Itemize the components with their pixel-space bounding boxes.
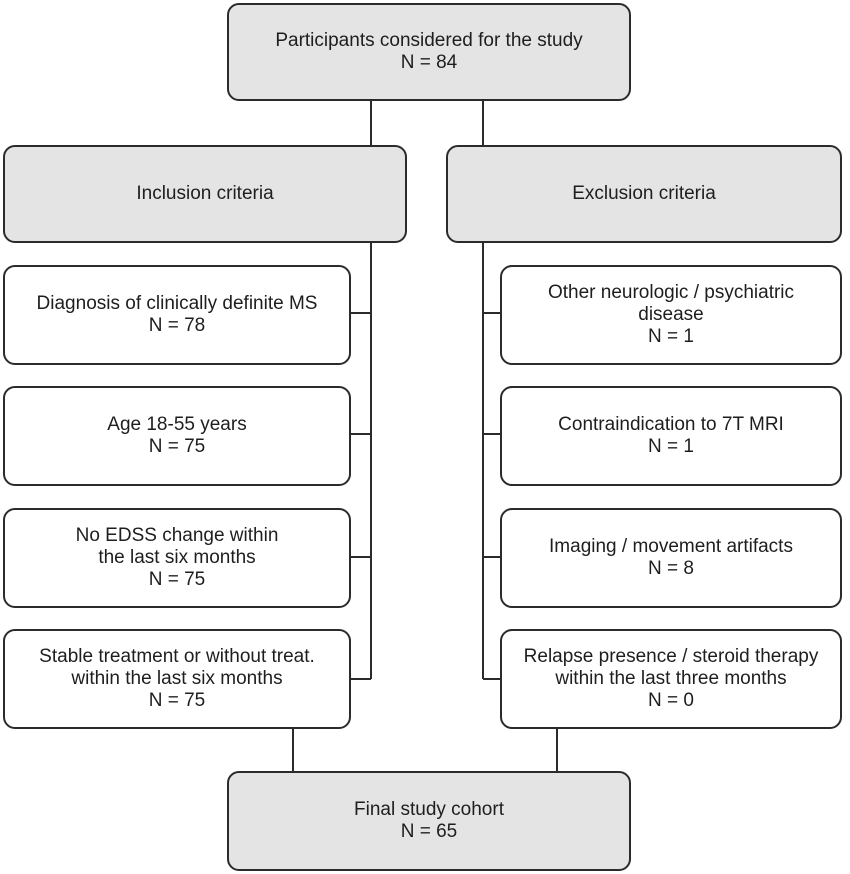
- exclusion-item-text: Other neurologic / psychiatric: [547, 282, 795, 303]
- participants-considered-label: Participants considered for the study: [275, 30, 583, 51]
- participants-considered-count: N = 84: [400, 52, 458, 73]
- exclusion-item: Contraindication to 7T MRI N = 1: [500, 386, 842, 486]
- exclusion-item-count: N = 8: [648, 558, 694, 579]
- exclusion-item-text: Relapse presence / steroid therapy: [523, 646, 819, 667]
- exclusion-item-text: Contraindication to 7T MRI: [558, 414, 784, 435]
- inclusion-item: Stable treatment or without treat. withi…: [3, 629, 351, 729]
- exclusion-criteria-header: Exclusion criteria: [446, 145, 842, 243]
- inclusion-item-count: N = 78: [148, 315, 206, 336]
- inclusion-item-text: No EDSS change within: [75, 525, 279, 546]
- exclusion-item: Other neurologic / psychiatric disease N…: [500, 265, 842, 365]
- inclusion-item-text: the last six months: [98, 547, 256, 568]
- inclusion-item-count: N = 75: [148, 436, 206, 457]
- inclusion-item-text: Diagnosis of clinically definite MS: [36, 293, 318, 314]
- exclusion-item-count: N = 0: [648, 690, 694, 711]
- inclusion-item-count: N = 75: [148, 569, 206, 590]
- inclusion-criteria-label: Inclusion criteria: [136, 183, 274, 204]
- exclusion-criteria-label: Exclusion criteria: [572, 183, 716, 204]
- inclusion-item: Diagnosis of clinically definite MS N = …: [3, 265, 351, 365]
- participants-considered-box: Participants considered for the study N …: [227, 3, 631, 101]
- inclusion-criteria-header: Inclusion criteria: [3, 145, 407, 243]
- final-study-cohort-box: Final study cohort N = 65: [227, 771, 631, 871]
- exclusion-item-text: Imaging / movement artifacts: [549, 536, 793, 557]
- inclusion-item: Age 18-55 years N = 75: [3, 386, 351, 486]
- exclusion-item: Imaging / movement artifacts N = 8: [500, 508, 842, 608]
- inclusion-item-text: Stable treatment or without treat.: [39, 646, 315, 667]
- inclusion-item: No EDSS change within the last six month…: [3, 508, 351, 608]
- inclusion-item-text: Age 18-55 years: [107, 414, 247, 435]
- exclusion-item-count: N = 1: [648, 326, 694, 347]
- exclusion-item: Relapse presence / steroid therapy withi…: [500, 629, 842, 729]
- inclusion-item-count: N = 75: [148, 690, 206, 711]
- exclusion-item-text: within the last three months: [555, 668, 787, 689]
- exclusion-item-count: N = 1: [648, 436, 694, 457]
- inclusion-item-text: within the last six months: [71, 668, 283, 689]
- final-study-cohort-count: N = 65: [400, 821, 458, 842]
- final-study-cohort-label: Final study cohort: [354, 799, 504, 820]
- exclusion-item-text: disease: [638, 304, 704, 325]
